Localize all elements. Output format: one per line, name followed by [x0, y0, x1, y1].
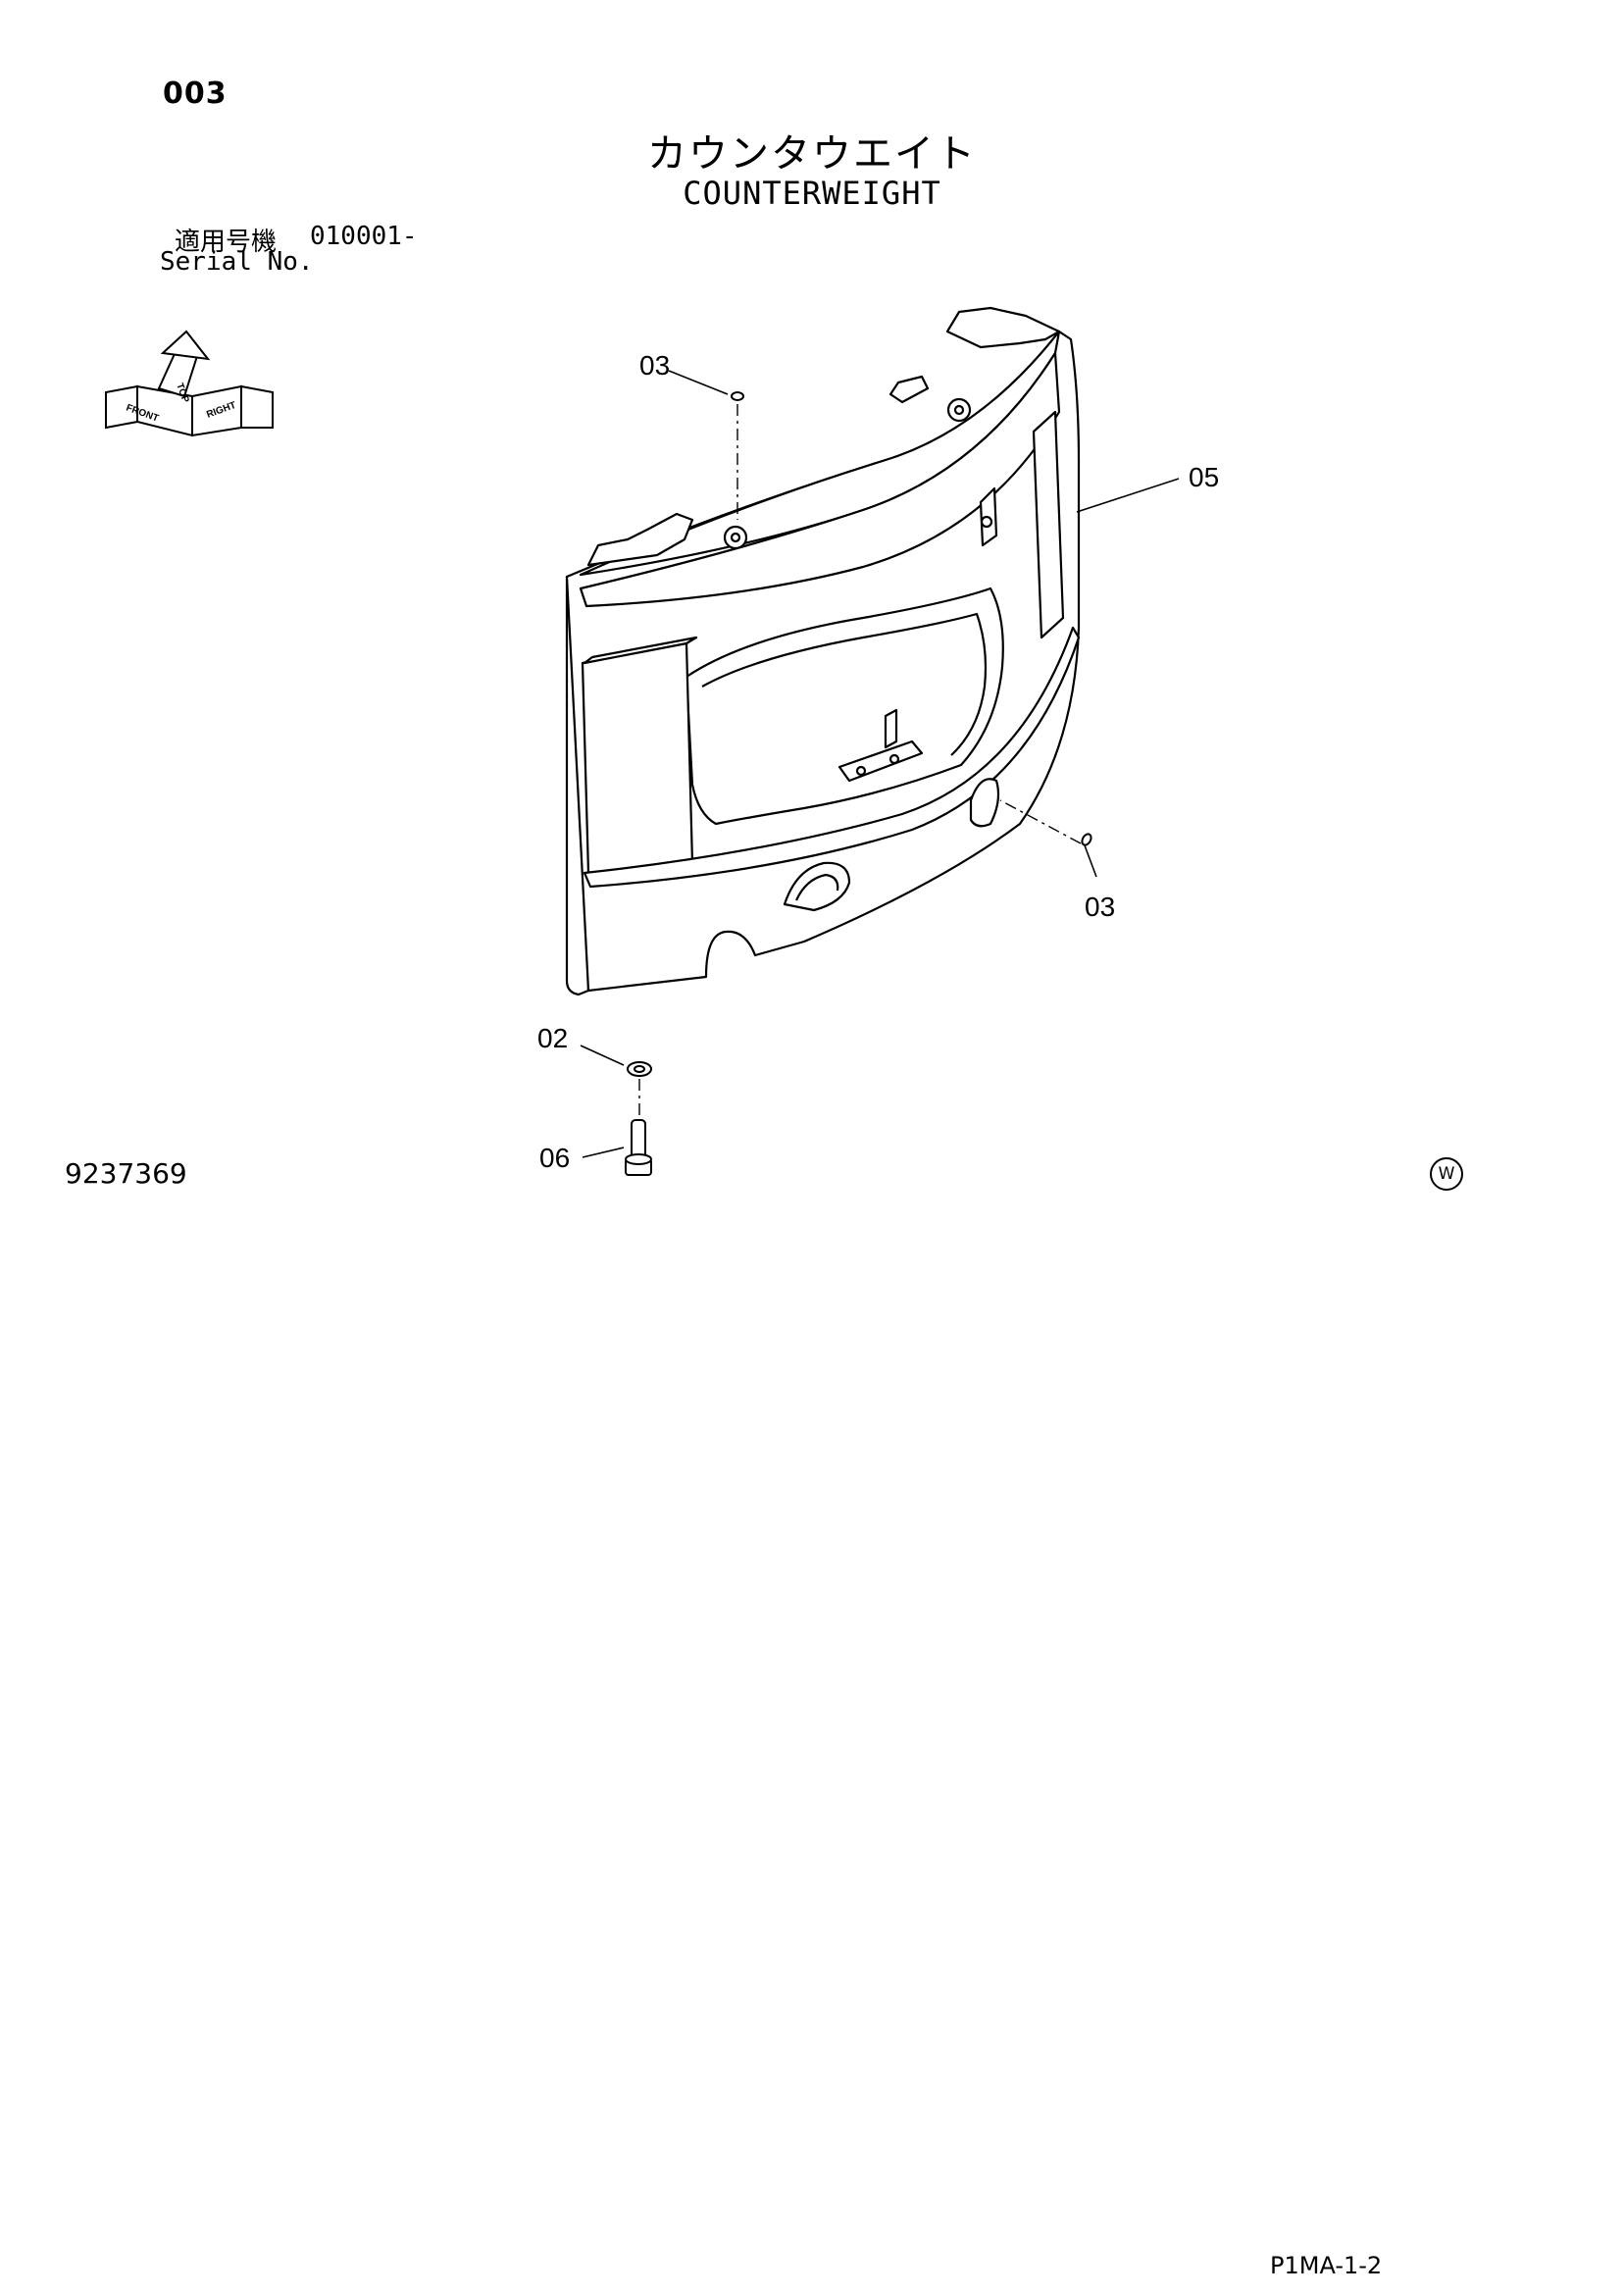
title-english: COUNTERWEIGHT	[683, 175, 941, 212]
drawing-number: 9237369	[65, 1157, 187, 1190]
callout-labels: 03 05 03 02 06	[537, 350, 1219, 1173]
serial-label-japanese: 適用号機	[175, 228, 278, 257]
page-number: 003	[163, 77, 228, 111]
callout-05: 05	[1189, 462, 1219, 492]
serial-label-english: Serial No.	[160, 247, 314, 277]
counterweight-part	[565, 306, 1081, 996]
callout-03-top: 03	[639, 350, 670, 381]
title-japanese: カウンタウエイト	[647, 131, 977, 177]
sheet-code: P1MA-1-2	[1270, 2252, 1383, 2279]
bolt-part	[625, 1119, 652, 1176]
callout-03-right: 03	[1085, 892, 1115, 922]
washer-part	[627, 1061, 652, 1077]
centre-lines	[638, 404, 1082, 1116]
w-circle-mark: W	[1430, 1157, 1463, 1191]
pin-part	[731, 391, 1092, 846]
serial-value: 010001-	[310, 222, 418, 251]
callout-02: 02	[537, 1023, 568, 1053]
leader-lines	[580, 370, 1180, 1158]
orientation-cube-icon: TOP FRONT RIGHT	[105, 330, 274, 437]
callout-06: 06	[539, 1143, 570, 1173]
